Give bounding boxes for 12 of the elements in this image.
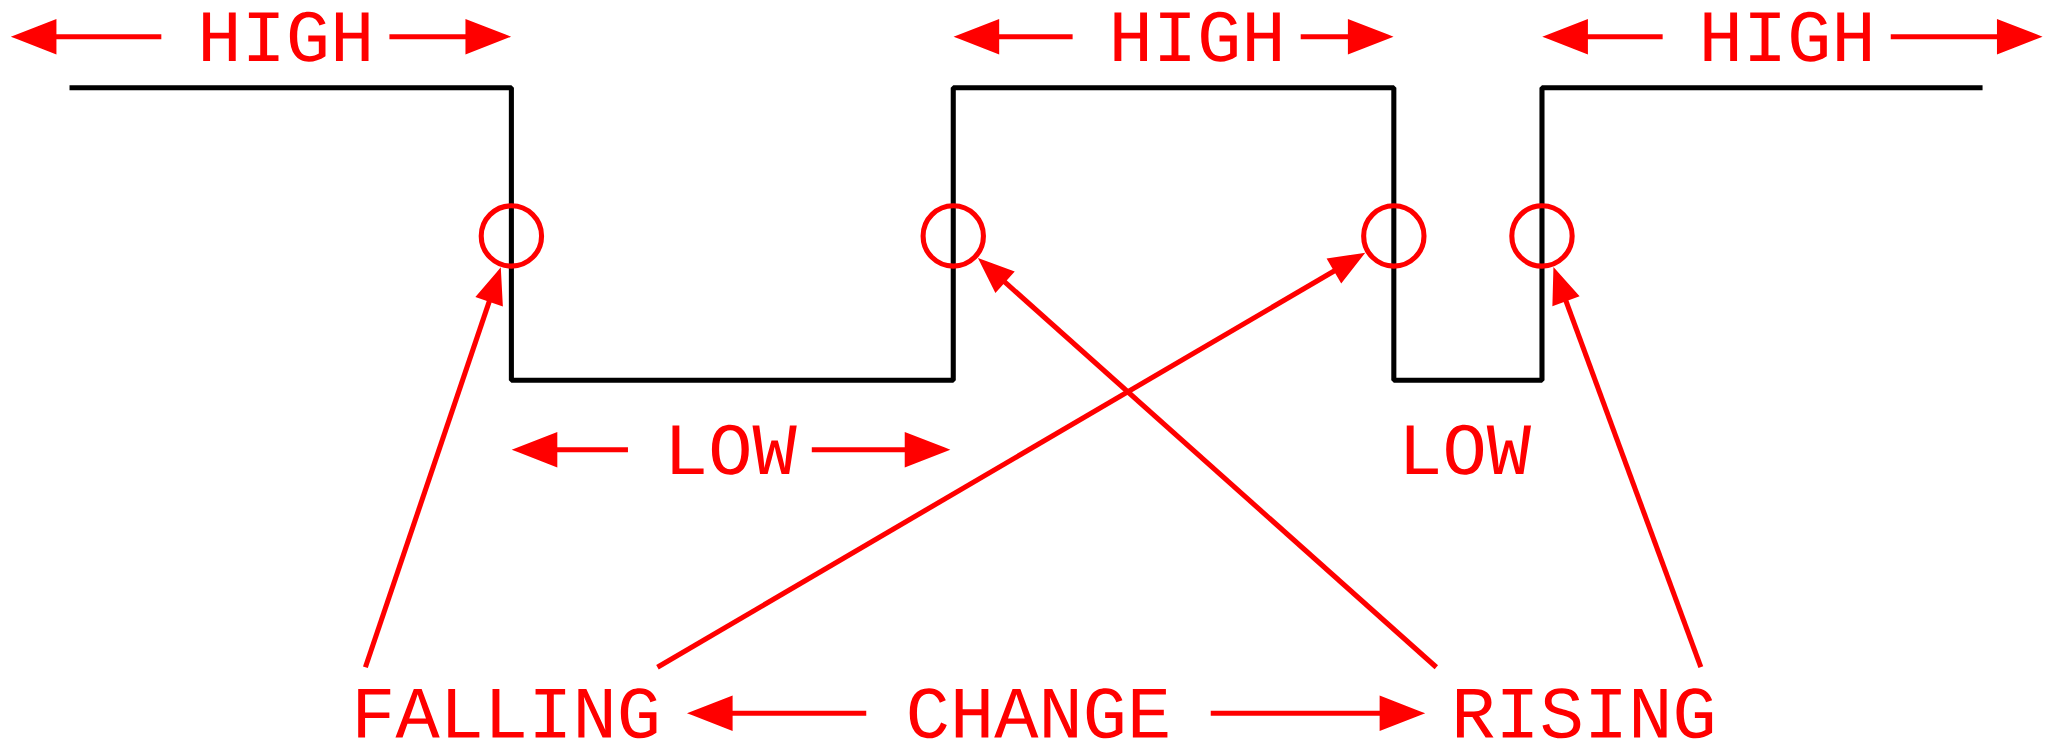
edge-type-label: CHANGE [909, 688, 1168, 739]
transition-circle [1509, 203, 1575, 269]
level-label: HIGH [1114, 11, 1280, 62]
edge-type-label: FALLING [358, 688, 657, 739]
level-label: LOW [672, 424, 797, 475]
transition-circle [478, 203, 545, 269]
edge-type-label: RISING [1457, 688, 1713, 739]
transition-circle [1361, 203, 1427, 269]
level-label: LOW [1406, 424, 1531, 475]
level-label: HIGH [203, 11, 369, 62]
transition-circle [920, 203, 986, 269]
level-label: HIGH [1704, 11, 1870, 62]
